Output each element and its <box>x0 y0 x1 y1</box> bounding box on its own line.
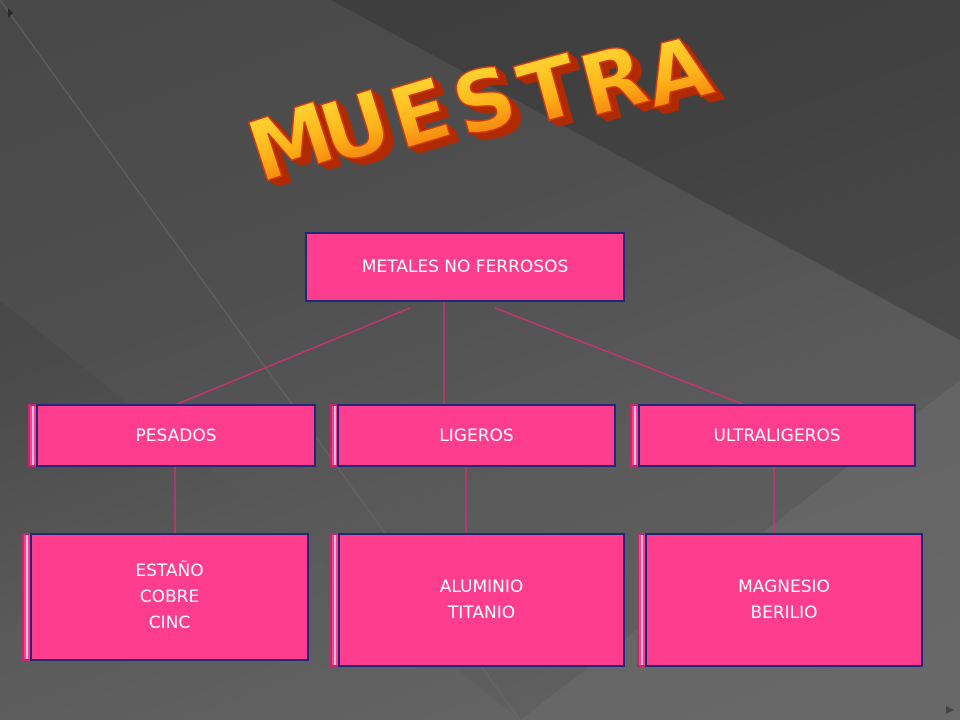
bg-diagonal-line-2 <box>329 0 960 341</box>
category-box-ligeros: LIGEROS <box>337 404 616 467</box>
category-box-pesados: PESADOS <box>36 404 316 467</box>
category-label-ligeros: LIGEROS <box>439 425 514 446</box>
category-box-ultraligeros: ULTRALIGEROS <box>638 404 916 467</box>
item-label: ESTAÑO <box>135 561 204 581</box>
wordart-letters: MMMMMMMMMUUUUUUUUUEEEEEEEEESSSSSSSSSTTTT… <box>235 16 730 208</box>
category-label-ultraligeros: ULTRALIGEROS <box>713 425 841 446</box>
connector-root-pesados <box>174 307 411 406</box>
bullet-arrow-icon <box>8 8 13 18</box>
item-label: TITANIO <box>447 603 516 623</box>
items-box-ligeros: ALUMINIO TITANIO <box>338 533 625 667</box>
root-label: METALES NO FERROSOS <box>361 257 569 277</box>
items-box-ultraligeros: MAGNESIO BERILIO <box>645 533 923 667</box>
items-box-pesados: ESTAÑO COBRE CINC <box>30 533 309 661</box>
root-box: METALES NO FERROSOS <box>305 232 625 302</box>
item-label: MAGNESIO <box>738 577 830 597</box>
item-label: COBRE <box>139 587 200 607</box>
item-label: BERILIO <box>750 603 818 623</box>
corner-arrow-icon <box>946 706 954 714</box>
bg-top-band <box>0 0 960 340</box>
category-label-pesados: PESADOS <box>135 425 217 446</box>
wordart-title-svg: MMMMMMMMMUUUUUUUUUEEEEEEEEESSSSSSSSSTTTT… <box>235 16 730 208</box>
item-label: ALUMINIO <box>439 577 524 597</box>
connector-root-ultraligeros <box>494 307 746 406</box>
item-label: CINC <box>148 613 191 633</box>
